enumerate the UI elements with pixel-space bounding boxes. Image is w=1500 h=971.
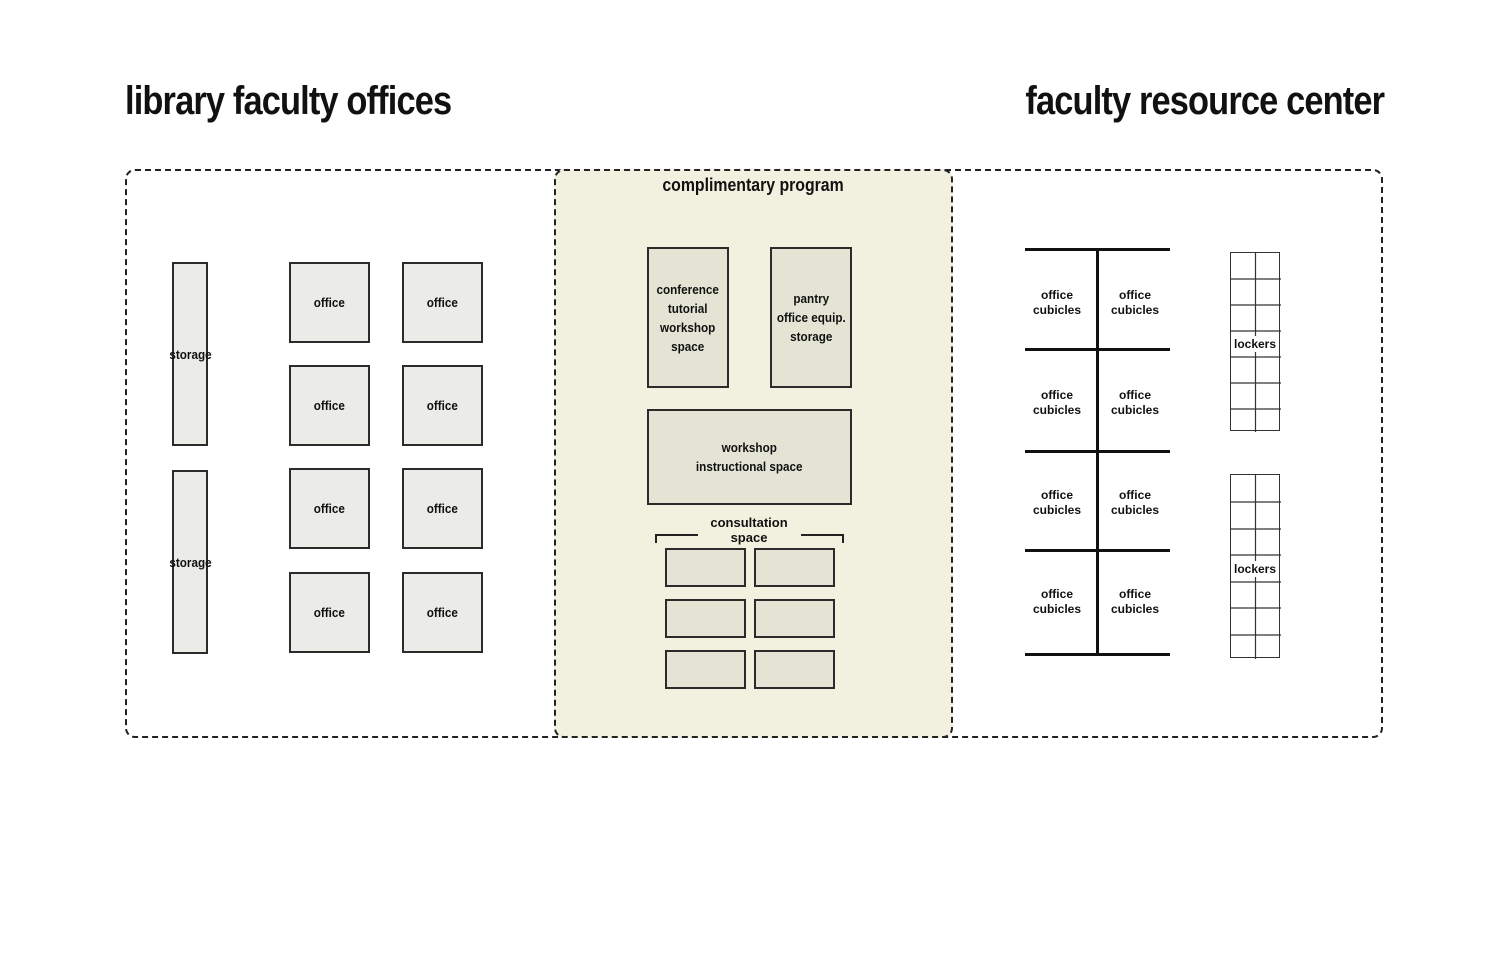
conference-room: conference tutorial workshop space [647, 247, 729, 388]
complimentary-program-title: complimentary program [662, 175, 845, 195]
locker-bank: lockers [1230, 474, 1281, 659]
faculty-resource-center-title: faculty resource center [1025, 79, 1385, 123]
office-room: office [402, 468, 483, 549]
lockers-label: lockers [1231, 561, 1279, 577]
locker-bank: lockers [1230, 252, 1281, 432]
cubicle-label: office cubicles [1110, 488, 1160, 517]
cubicle-label: office cubicles [1110, 587, 1160, 616]
office-room: office [402, 262, 483, 343]
bracket-right-tick [842, 534, 844, 543]
consultation-room [754, 650, 835, 689]
cubicle-label: office cubicles [1032, 288, 1082, 317]
office-room: office [402, 365, 483, 446]
consultation-room [665, 650, 746, 689]
office-room: office [289, 262, 370, 343]
workshop-room: workshop instructional space [647, 409, 852, 505]
storage-room: storage [169, 262, 211, 446]
consultation-room [754, 599, 835, 638]
cubicle-label: office cubicles [1032, 587, 1082, 616]
office-room: office [402, 572, 483, 653]
office-room: office [289, 365, 370, 446]
bracket-left-tick [655, 534, 657, 543]
office-room: office [289, 572, 370, 653]
cubicle-label: office cubicles [1110, 288, 1160, 317]
pantry-room: pantry office equip. storage [770, 247, 852, 388]
bracket-right [801, 534, 844, 536]
cubicle-label: office cubicles [1110, 388, 1160, 417]
cubicle-spine [1096, 248, 1099, 656]
storage-room: storage [169, 470, 211, 654]
complimentary-program-zone [554, 169, 953, 738]
lockers-label: lockers [1231, 336, 1279, 352]
consultation-space-label: consultation space [710, 515, 788, 545]
office-room: office [289, 468, 370, 549]
consultation-room [665, 548, 746, 587]
bracket-left [655, 534, 698, 536]
consultation-room [754, 548, 835, 587]
cubicle-label: office cubicles [1032, 388, 1082, 417]
library-faculty-offices-title: library faculty offices [125, 79, 452, 123]
cubicle-label: office cubicles [1032, 488, 1082, 517]
consultation-room [665, 599, 746, 638]
